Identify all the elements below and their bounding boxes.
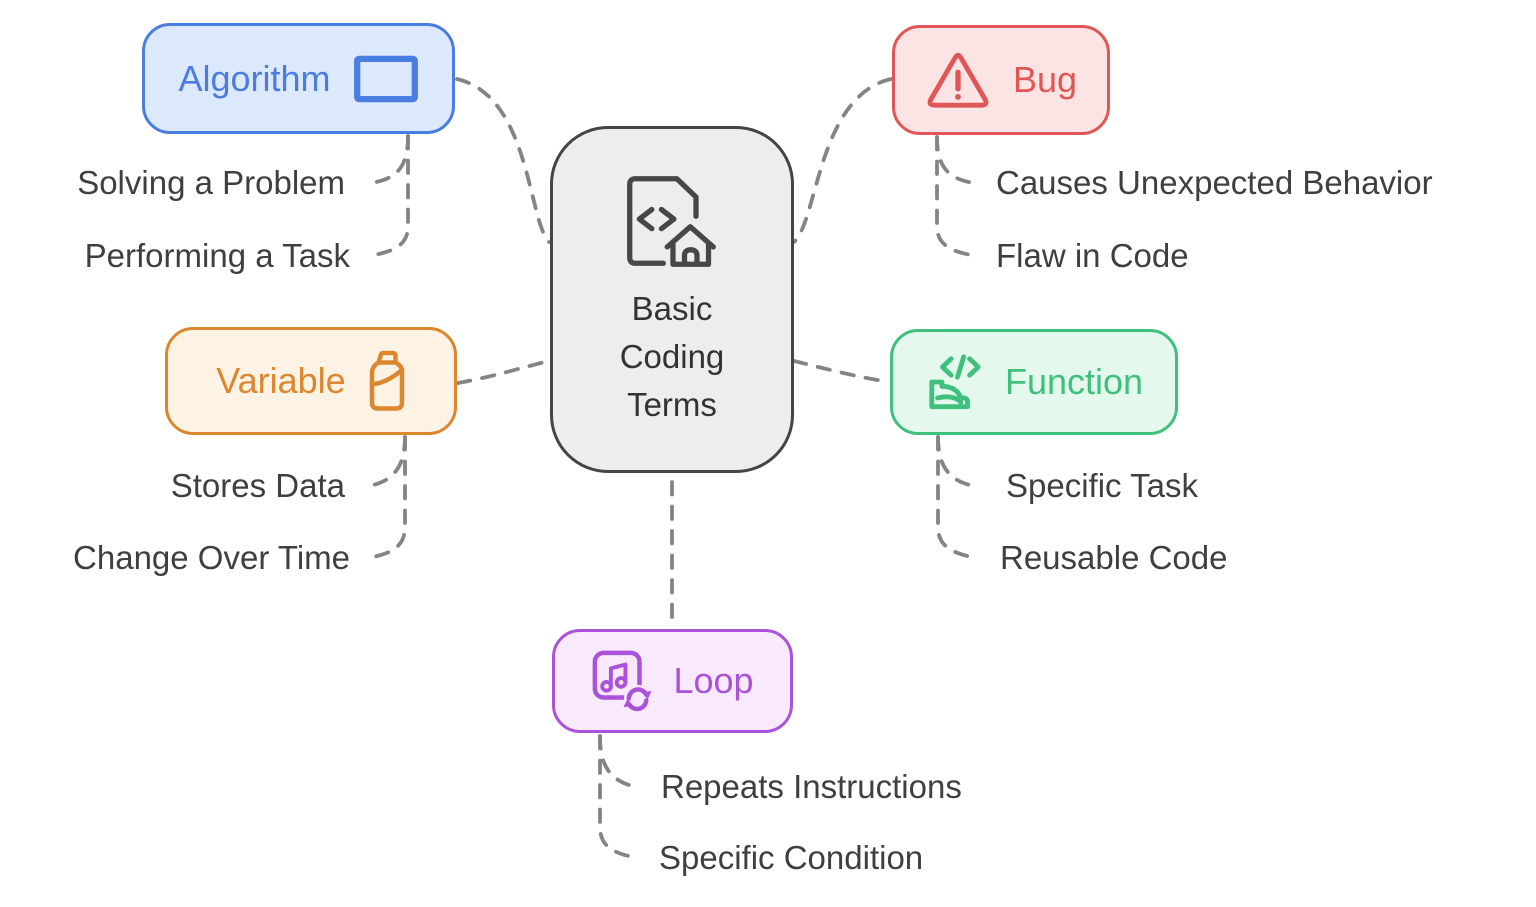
bug-label: Bug <box>1012 59 1078 100</box>
algorithm-child-label-0: Solving a Problem <box>77 164 345 201</box>
function-label: Function <box>1004 361 1144 402</box>
variable-label: Variable <box>216 360 346 401</box>
connector-loop-child-0 <box>598 734 638 789</box>
connector-variable-center <box>456 359 551 385</box>
function-child-label-1: Reusable Code <box>1000 539 1228 576</box>
loop-child-label-0: Repeats Instructions <box>661 768 962 805</box>
center-node-label: Basic Coding Terms <box>620 285 725 429</box>
algorithm-label: Algorithm <box>178 57 331 99</box>
bug-child-label-1: Flaw in Code <box>996 237 1189 274</box>
center-label-line-2: Coding <box>619 337 725 375</box>
connector-bug-child-0 <box>935 135 976 185</box>
connector-algorithm-child-1 <box>366 134 410 258</box>
center-label-line-1: Basic <box>631 289 713 327</box>
connector-loop-child-1 <box>598 734 641 860</box>
connector-function-child-1 <box>936 435 980 560</box>
variable-child-label-1: Change Over Time <box>73 539 350 576</box>
music-note-loop-icon <box>593 650 653 713</box>
warning-triangle-icon <box>927 52 989 108</box>
connector-variable-child-0 <box>367 435 407 488</box>
node-function: Function <box>890 329 1178 435</box>
variable-child-label-0: Stores Data <box>170 467 345 504</box>
node-variable: Variable <box>165 327 457 435</box>
connector-algorithm-child-0 <box>369 134 410 185</box>
loop-label: Loop <box>673 660 754 701</box>
node-bug: Bug <box>892 25 1110 135</box>
bug-child-label-0: Causes Unexpected Behavior <box>996 164 1433 201</box>
connector-function-child-0 <box>936 435 976 488</box>
code-hand-icon <box>929 354 981 410</box>
function-child-label-0: Specific Task <box>1006 467 1198 504</box>
node-basic-coding-terms: Basic Coding Terms <box>550 126 794 473</box>
connector-function-center <box>792 359 891 384</box>
connector-algorithm-center <box>455 77 551 244</box>
center-label-line-3: Terms <box>627 385 717 423</box>
connector-bug-center <box>792 77 893 244</box>
node-loop: Loop <box>552 629 793 733</box>
connector-bug-child-1 <box>935 135 979 258</box>
connector-variable-child-1 <box>365 435 407 560</box>
rectangle-icon <box>353 55 418 102</box>
milk-carton-icon <box>369 350 404 411</box>
node-algorithm: Algorithm <box>142 23 455 134</box>
algorithm-child-label-1: Performing a Task <box>84 237 350 274</box>
loop-child-label-1: Specific Condition <box>659 839 924 876</box>
code-document-home-icon <box>627 175 716 267</box>
